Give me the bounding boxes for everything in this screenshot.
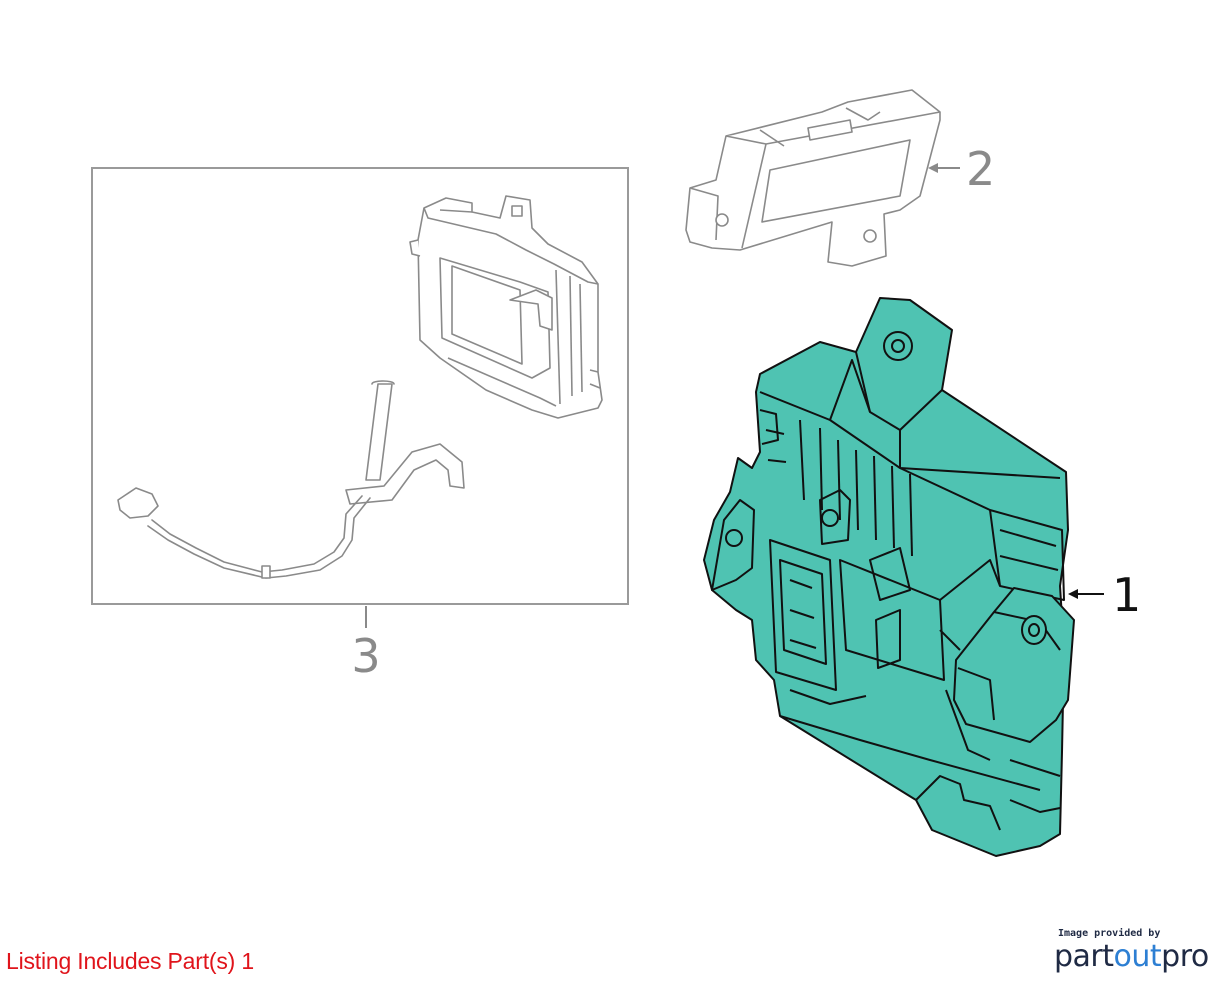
brand-wordmark-part: part bbox=[1054, 939, 1114, 974]
callout-1[interactable]: 1 bbox=[1112, 568, 1141, 622]
part3-control-module bbox=[409, 195, 603, 419]
part2-module[interactable] bbox=[685, 89, 941, 267]
brand-wordmark-out: out bbox=[1113, 939, 1162, 974]
brand-wordmark: partoutpro bbox=[1054, 939, 1209, 974]
part1-arrowhead bbox=[1068, 589, 1078, 599]
part3-group-box bbox=[91, 167, 629, 605]
listing-note: Listing Includes Part(s) 1 bbox=[6, 948, 254, 974]
part2-arrowhead bbox=[928, 163, 938, 173]
brand-wordmark-pro: pro bbox=[1161, 939, 1209, 974]
part3-antenna-cable bbox=[117, 380, 465, 579]
part3-group[interactable]: 3 bbox=[91, 167, 629, 683]
callout-3[interactable]: 3 bbox=[351, 629, 380, 683]
part1-body-control-module[interactable] bbox=[703, 297, 1075, 857]
brand-logo: Image provided by partoutpro bbox=[1054, 928, 1209, 974]
callout-2[interactable]: 2 bbox=[966, 142, 995, 196]
brand-caption: Image provided by bbox=[1058, 928, 1161, 939]
